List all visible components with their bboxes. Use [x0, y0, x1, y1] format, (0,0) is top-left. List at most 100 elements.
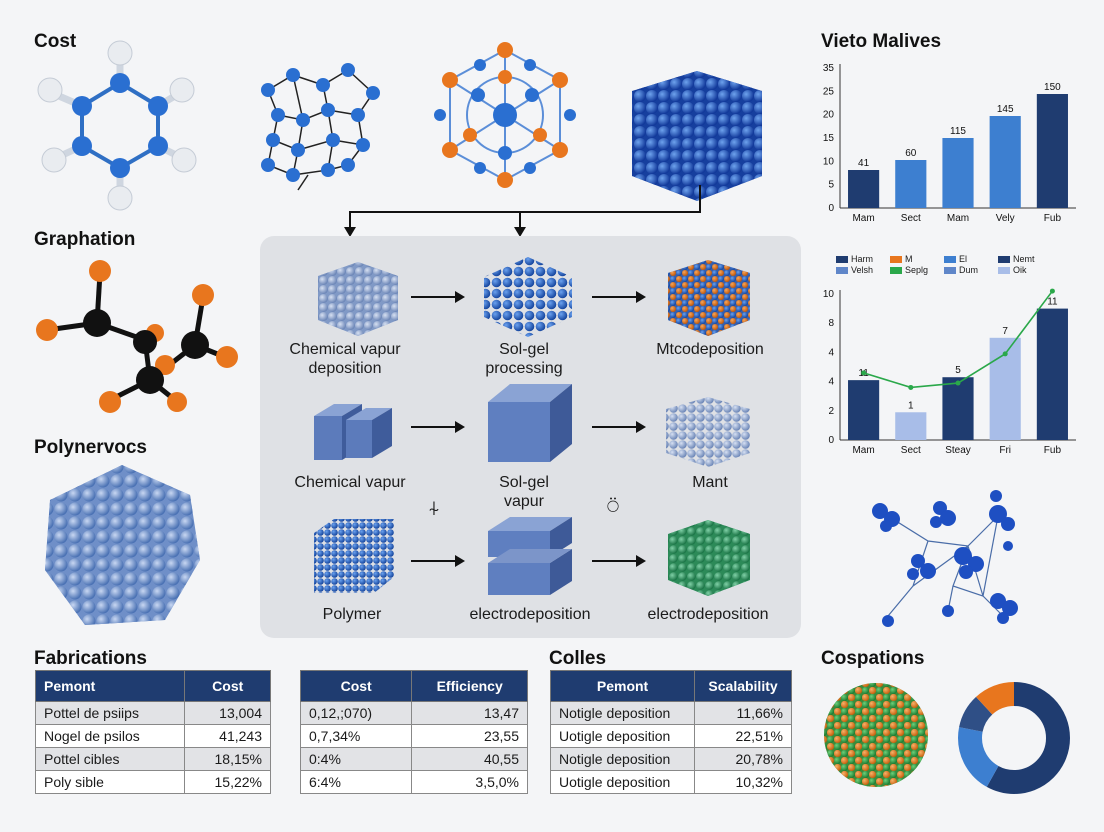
sphere-cube-icon	[632, 71, 762, 201]
carbon-molecule-icon	[36, 260, 238, 413]
top-bar-chart: 051015202535Mam41Sect60Mam115Vely145Fub1…	[823, 63, 1076, 224]
heading-top-chart: Vieto Malives	[821, 31, 942, 52]
legend-label: Seplg	[905, 265, 929, 275]
heading-graphation: Graphation	[34, 229, 136, 250]
table-cell: 0,7,34%	[299, 724, 413, 748]
y-tick-label: 8	[828, 318, 834, 329]
legend-item: M	[890, 254, 944, 264]
bar	[1036, 308, 1068, 440]
data-label: 1	[908, 400, 914, 411]
bar	[989, 116, 1021, 208]
table-header: Pemont	[34, 670, 186, 702]
legend-item: Harm	[836, 254, 890, 264]
table-header: Scalability	[694, 670, 792, 702]
network-molecule-icon	[261, 63, 380, 191]
table-cell: 10,32%	[694, 770, 792, 794]
table-header: Cost	[299, 670, 413, 702]
legend-item: Oik	[998, 265, 1052, 275]
data-label: 7	[1002, 326, 1008, 337]
legend-swatch	[890, 256, 902, 264]
table-cell: Uotigle deposition	[549, 724, 696, 748]
table-row: 0,12,;070)13,47	[299, 701, 528, 725]
table-cell: Nogel de psilos	[34, 724, 186, 748]
label-r1-c3: Mtcodeposition	[656, 341, 764, 358]
legend-label: Harm	[851, 254, 873, 264]
label-r3-c2: electrodeposition	[469, 606, 591, 623]
table-cell: Notigle deposition	[549, 747, 696, 771]
heading-colles: Colles	[549, 648, 607, 669]
table-cell: 11,66%	[694, 701, 792, 725]
y-tick-label: 0	[828, 435, 834, 446]
table-cell: Uotigle deposition	[549, 770, 696, 794]
process-symbol-right: ⍥	[607, 496, 619, 518]
y-tick-label: 10	[823, 156, 835, 167]
y-tick-label: 5	[828, 180, 834, 191]
x-tick-label: Vely	[996, 213, 1015, 224]
line-point	[861, 370, 867, 376]
arrow-r3-2	[592, 555, 646, 567]
table-cell: Poly sible	[34, 770, 186, 794]
y-tick-label: 15	[823, 133, 835, 144]
data-label: 60	[905, 148, 917, 159]
bar	[942, 138, 974, 208]
legend-item: Seplg	[890, 265, 944, 275]
data-label: 115	[950, 126, 966, 137]
legend-label: M	[905, 254, 913, 264]
label-r1-c1: Chemical vapur deposition	[289, 341, 401, 377]
x-tick-label: Fub	[1044, 213, 1062, 224]
legend-item: Velsh	[836, 265, 890, 275]
data-label: 5	[955, 365, 961, 376]
arrow-r1-1	[411, 291, 465, 303]
split-block-icon	[314, 404, 392, 460]
bar	[1036, 94, 1068, 208]
table-cell: Notigle deposition	[549, 701, 696, 725]
table-cell: 13,004	[184, 701, 271, 725]
x-tick-label: Fri	[999, 445, 1011, 456]
flow-connector	[344, 185, 701, 237]
label-r2-c1: Chemical vapur	[294, 474, 406, 491]
blue-sphere-array-icon	[484, 257, 572, 337]
legend-swatch	[944, 256, 956, 264]
pie-slice	[958, 682, 1070, 794]
legend-label: Nemt	[1013, 254, 1035, 264]
legend-item: El	[944, 254, 998, 264]
benzene-molecule-icon	[37, 40, 197, 211]
label-r2-c2: Sol-gel vapur	[499, 474, 549, 510]
heading-polymers: Polynervocs	[34, 437, 147, 458]
table-cell: 20,78%	[694, 747, 792, 771]
light-sphere-cube-icon	[666, 397, 750, 467]
y-tick-label: 20	[823, 110, 835, 121]
orange-blue-sphere-icon	[668, 260, 750, 336]
legend-label: Oik	[1013, 265, 1027, 275]
table-header: Cost	[184, 670, 271, 702]
table-row: 0,7,34%23,55	[299, 724, 528, 748]
polymer-sphere-icon	[45, 465, 200, 625]
label-r1-c2: Sol-gel processing	[485, 341, 563, 377]
orange-green-sphere-icon	[824, 683, 928, 787]
table-cell: 0:4%	[299, 747, 413, 771]
heading-cost: Cost	[34, 31, 77, 52]
y-tick-label: 10	[823, 289, 835, 300]
table-cell: 3,5,0%	[411, 770, 528, 794]
table-cell: 0,12,;070)	[299, 701, 413, 725]
x-tick-label: Fub	[1044, 445, 1062, 456]
bar	[848, 380, 880, 440]
x-tick-label: Sect	[901, 445, 921, 456]
label-r3-c1: Polymer	[322, 606, 382, 623]
green-sphere-cluster-icon	[668, 520, 750, 596]
solid-cube-icon	[488, 384, 572, 462]
pie-slice	[958, 682, 1070, 794]
legend-swatch	[998, 256, 1010, 264]
layered-block-icon	[488, 517, 572, 595]
y-tick-label: 4	[828, 377, 834, 388]
x-tick-label: Mam	[947, 213, 969, 224]
arrow-r2-2	[592, 421, 646, 433]
